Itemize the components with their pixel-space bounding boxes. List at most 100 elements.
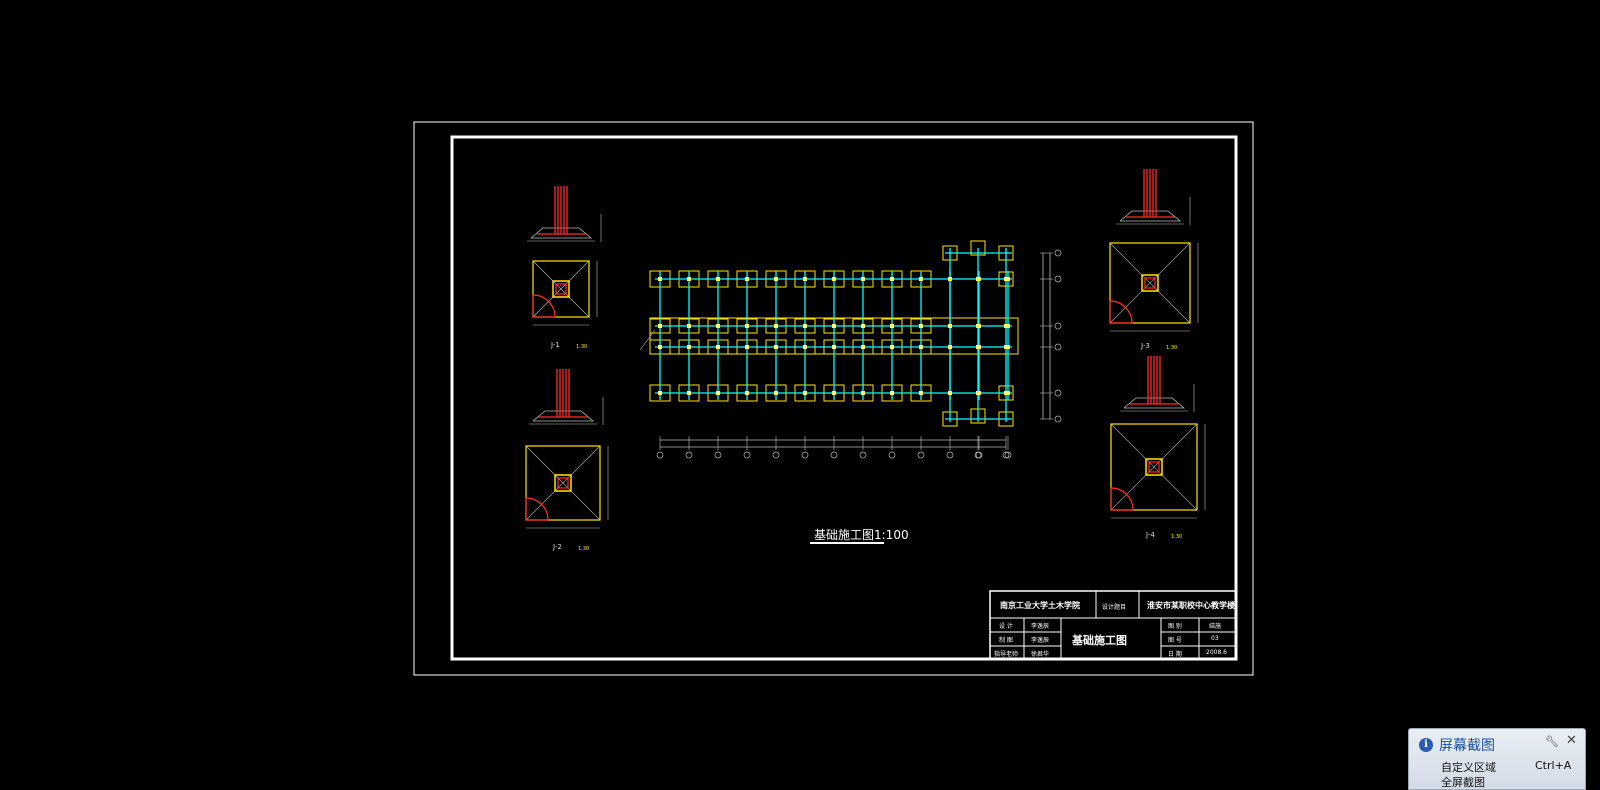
rebar-mesh-quadrant (532, 294, 556, 318)
column (658, 391, 662, 395)
column-stub (1141, 274, 1159, 292)
column-rebar (1144, 277, 1156, 289)
footing-section (530, 227, 593, 239)
tb-design-topic-label: 设计题目 (1102, 604, 1127, 611)
detail-scale-j4: 1:30 (1171, 534, 1183, 540)
axis-bubble (917, 451, 925, 459)
axis-bubble (830, 451, 838, 459)
column (832, 345, 836, 349)
footing-plan (532, 260, 590, 318)
column (832, 391, 836, 395)
axis-bubble (946, 451, 954, 459)
tb-name-design: 李逸辰 (1031, 623, 1050, 630)
column (861, 277, 865, 281)
diagonal (525, 445, 601, 521)
column (919, 391, 923, 395)
detail-scale-j3: 1:30 (1166, 345, 1178, 351)
column (658, 324, 662, 328)
axis-bubble (1002, 451, 1010, 459)
column-rebar (1148, 461, 1160, 473)
column (919, 277, 923, 281)
axis-bubble (1054, 275, 1062, 283)
axis-bubble (1054, 389, 1062, 397)
column (861, 391, 865, 395)
detail-label-j1: J-1 (551, 341, 560, 349)
axis-bubble (1054, 415, 1062, 423)
tb-drawing-name: 基础施工图 (1072, 634, 1127, 647)
diagonal (532, 260, 590, 318)
column (745, 277, 749, 281)
column (774, 324, 778, 328)
axis-bubble (685, 451, 693, 459)
detail-scale-j1: 1:30 (576, 344, 588, 350)
column (803, 391, 807, 395)
column (832, 324, 836, 328)
popup-item-custom-area[interactable]: 自定义区域 (1441, 761, 1496, 774)
axis-bubble (888, 451, 896, 459)
axis-bubble (656, 451, 664, 459)
column (861, 324, 865, 328)
column (1004, 391, 1008, 395)
footing-section (532, 410, 595, 422)
column (803, 345, 807, 349)
rebar-mesh-quadrant (1110, 487, 1134, 511)
column-rebar (555, 283, 567, 295)
column-rebar (557, 477, 569, 489)
column (890, 324, 894, 328)
column (948, 324, 952, 328)
leader-line (639, 329, 656, 351)
column (803, 324, 807, 328)
column (948, 277, 952, 281)
column-stub (1145, 458, 1163, 476)
footing-details (525, 169, 1206, 529)
tb-val-category: 结施 (1209, 623, 1222, 630)
title-block (989, 590, 1237, 660)
detail-scale-j2: 1:30 (578, 546, 590, 552)
tb-school: 南京工业大学土木学院 (1000, 601, 1080, 610)
diagonal (1110, 423, 1198, 511)
column (658, 277, 662, 281)
sheet-inner-frame (450, 135, 1238, 661)
tb-role-draw: 制 图 (999, 637, 1013, 644)
footing-plan (1109, 242, 1191, 324)
column (976, 324, 980, 328)
axis-bubble (772, 451, 780, 459)
tb-role-design: 设 计 (999, 623, 1013, 630)
detail-label-j4: J-4 (1146, 531, 1155, 539)
column (745, 391, 749, 395)
column (774, 277, 778, 281)
tb-key-number: 图 号 (1168, 637, 1182, 644)
column (919, 345, 923, 349)
detail-label-j2: J-2 (553, 543, 562, 551)
column (919, 324, 923, 328)
column (687, 391, 691, 395)
column (774, 391, 778, 395)
axis-bubble (974, 451, 982, 459)
column (948, 345, 952, 349)
axis-bubble (743, 451, 751, 459)
column (890, 277, 894, 281)
column (832, 277, 836, 281)
wrench-icon[interactable]: 🔧︎ (1545, 735, 1559, 748)
close-icon[interactable]: ✕ (1566, 733, 1577, 748)
tb-role-advisor: 指导老师 (994, 651, 1019, 658)
axis-bubble (714, 451, 722, 459)
column (890, 391, 894, 395)
diagonal (1109, 242, 1191, 324)
column (948, 391, 952, 395)
column (1004, 345, 1008, 349)
column (745, 324, 749, 328)
detail-label-j3: J-3 (1141, 342, 1150, 350)
axis-bubble (1054, 249, 1062, 257)
popup-item-fullscreen[interactable]: 全屏截图 (1441, 776, 1485, 789)
tb-name-advisor: 徐君华 (1031, 651, 1050, 658)
column (1004, 324, 1008, 328)
sheet-outer-frame (413, 121, 1254, 676)
footing-section (1123, 397, 1186, 409)
tb-val-date: 2008.6 (1206, 649, 1227, 656)
tb-key-date: 日 期 (1168, 651, 1182, 658)
column (716, 345, 720, 349)
column (687, 277, 691, 281)
footing-plan (525, 445, 601, 521)
